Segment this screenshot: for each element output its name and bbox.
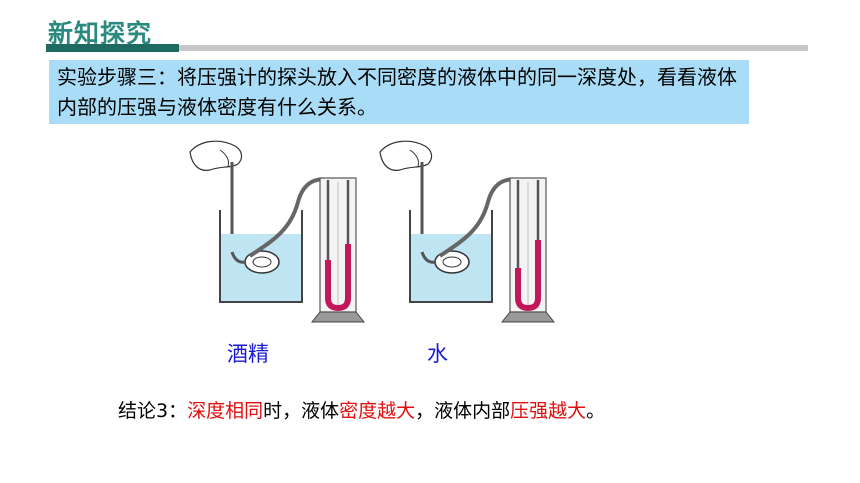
label-water: 水 [427,342,448,366]
right-beaker [409,210,493,303]
right-u-tube-liquid [515,240,541,312]
conclusion-text: 结论3：深度相同时，液体密度越大，液体内部压强越大。 [118,396,605,423]
conclusion-highlight-density: 密度越大 [339,400,416,422]
right-apparatus [379,140,556,323]
conclusion-highlight-depth: 深度相同 [187,400,264,422]
left-hand-icon [189,140,243,171]
title-underline-accent [46,44,179,52]
right-hose [438,177,519,258]
title-underline [46,45,808,51]
left-hose [248,177,329,258]
step-instruction-text: 实验步骤三：将压强计的探头放入不同密度的液体中的同一深度处，看看液体内部的压强与… [57,65,737,119]
conclusion-highlight-pressure: 压强越大 [510,400,587,422]
conclusion-mid-1: 时，液体 [263,400,340,422]
right-hand-icon [379,140,433,171]
label-alcohol: 酒精 [227,342,269,366]
left-u-tube-liquid [325,244,351,312]
left-apparatus [189,140,366,323]
conclusion-suffix: 。 [586,400,606,422]
page-title: 新知探究 [48,19,153,48]
conclusion-mid-2: ，液体内部 [415,400,511,422]
pressure-gauge-illustration [189,140,556,323]
left-beaker [219,210,303,303]
step-instruction-box: 实验步骤三：将压强计的探头放入不同密度的液体中的同一深度处，看看液体内部的压强与… [49,60,749,124]
conclusion-prefix: 结论3： [118,400,188,422]
